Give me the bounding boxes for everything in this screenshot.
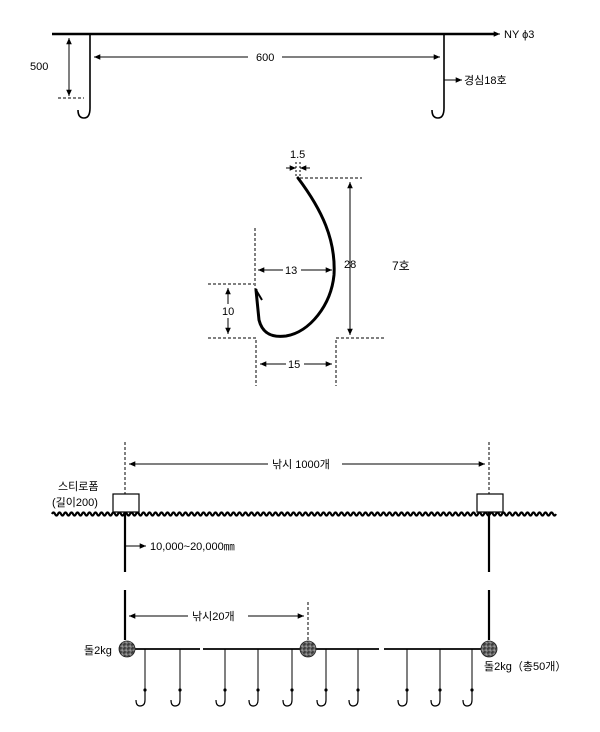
- swivel-dot: [438, 688, 442, 692]
- barb-label: 10: [222, 306, 234, 318]
- sub-span-label: 낚시20개: [192, 610, 235, 623]
- right-float: [476, 493, 504, 513]
- hook-icon: [248, 691, 259, 707]
- left-hook: [77, 34, 91, 119]
- swivel-dot: [356, 688, 360, 692]
- hook-droppers: [135, 649, 474, 707]
- depth-label: 10,000~20,000㎜: [150, 541, 235, 553]
- swivel-dot: [178, 688, 182, 692]
- hook-barb: [255, 289, 263, 301]
- water-surface: [51, 511, 557, 517]
- width-label: 13: [285, 265, 297, 277]
- longline-diagram: 낚시 1000개 스티로폼 (길이200) 10,000~20,000㎜ 낚시2…: [51, 442, 566, 707]
- hook-icon: [397, 691, 408, 707]
- hook-icon: [430, 691, 441, 707]
- hook-icon: [462, 691, 473, 707]
- left-stone-label: 돌2kg: [84, 644, 112, 657]
- hook-icon: [135, 691, 146, 707]
- swivel-dot: [405, 688, 409, 692]
- gap-label: 1.5: [290, 149, 305, 161]
- float-label: 스티로폼: [58, 480, 98, 493]
- hook-icon: [170, 691, 181, 707]
- swivel-dot: [324, 688, 328, 692]
- swivel-dot: [470, 688, 474, 692]
- hook-size-label: 7호: [392, 259, 410, 273]
- bottom-label: 15: [288, 359, 300, 371]
- hook-body: [254, 176, 336, 338]
- main-span-label: 낚시 1000개: [272, 458, 330, 471]
- swivel-dot: [143, 688, 147, 692]
- hook-detail-diagram: 1.5 28 13 10 15 7호: [208, 149, 410, 386]
- line-spec-label: NY ϕ3: [504, 29, 534, 41]
- float-length-label: (길이200): [52, 496, 98, 509]
- middle-stone: [299, 640, 317, 658]
- left-float: [112, 493, 140, 513]
- top-diagram: NY ϕ3 500 600 경심18호: [30, 29, 534, 119]
- right-stone: [480, 640, 498, 658]
- hook-icon: [316, 691, 327, 707]
- spacing-label: 600: [256, 52, 274, 64]
- swivel-dot: [223, 688, 227, 692]
- swivel-dot: [256, 688, 260, 692]
- hook-icon: [348, 691, 359, 707]
- hook-icon: [215, 691, 226, 707]
- hook-size-label: 경심18호: [464, 74, 507, 87]
- right-stone-label: 돌2kg（총50개）: [484, 660, 566, 673]
- height-label: 500: [30, 61, 48, 73]
- swivel-dot: [290, 688, 294, 692]
- right-hook: [431, 34, 445, 119]
- length-label: 28: [344, 259, 356, 271]
- hook-icon: [282, 691, 293, 707]
- left-stone: [118, 640, 136, 658]
